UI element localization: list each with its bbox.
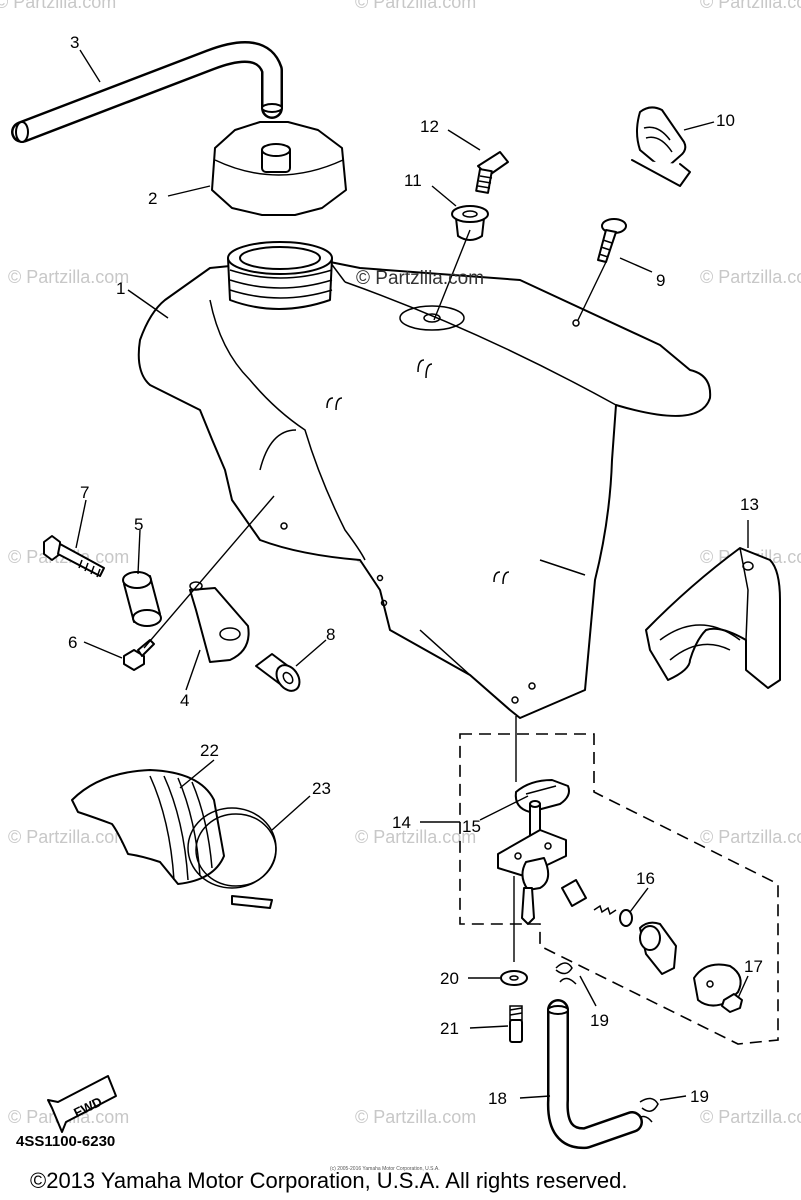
callout-1: 1 xyxy=(116,279,125,298)
watermark: © Partzilla.com xyxy=(355,0,476,12)
part-18-fuel-hose xyxy=(546,999,643,1150)
part-13-rubber-bracket xyxy=(645,547,781,689)
part-23-band xyxy=(187,807,277,909)
part-20-washer xyxy=(500,970,528,986)
part-4-bracket xyxy=(189,581,250,663)
watermark: © Partzilla.com xyxy=(700,0,801,12)
callout-19-lower: 19 xyxy=(690,1087,709,1106)
callout-6: 6 xyxy=(68,633,77,652)
fine-print: (c) 2005-2016 Yamaha Motor Corporation, … xyxy=(330,1166,440,1172)
callout-16: 16 xyxy=(636,869,655,888)
part-5-damper xyxy=(122,571,162,627)
copyright-notice: ©2013 Yamaha Motor Corporation, U.S.A. A… xyxy=(30,1168,627,1193)
callout-14: 14 xyxy=(392,813,411,832)
watermark: © Partzilla.com xyxy=(700,827,801,847)
callout-23: 23 xyxy=(312,779,331,798)
part-17-plate-screw xyxy=(693,963,743,1013)
part-7-bolt xyxy=(43,535,105,578)
fuel-cock-lever xyxy=(639,921,677,975)
callout-labels: 3 2 1 12 11 10 9 7 5 6 4 8 13 22 23 14 1… xyxy=(68,33,763,1108)
part-21-bolt xyxy=(509,1005,523,1043)
callout-3: 3 xyxy=(70,33,79,52)
part-1-fuel-tank xyxy=(137,241,712,719)
fwd-arrow-icon: FWD xyxy=(47,1075,117,1133)
callout-10: 10 xyxy=(716,111,735,130)
part-3-breather-hose xyxy=(11,41,283,143)
callout-9: 9 xyxy=(656,271,665,290)
part-9-bolt xyxy=(597,218,627,263)
watermark: © Partzilla.com xyxy=(355,827,476,847)
part-16-o-ring-and-spring xyxy=(561,879,633,927)
diagram-code: 4SS1100-6230 xyxy=(16,1133,115,1150)
callout-12: 12 xyxy=(420,117,439,136)
part-22-sleeve xyxy=(71,769,225,885)
part-12-screw xyxy=(475,151,509,194)
part-2-fuel-cap xyxy=(211,121,347,216)
callout-15: 15 xyxy=(462,817,481,836)
callout-8: 8 xyxy=(326,625,335,644)
callout-22: 22 xyxy=(200,741,219,760)
part-11-collar xyxy=(451,205,489,241)
leader-lines xyxy=(75,49,749,1101)
callout-17: 17 xyxy=(744,957,763,976)
watermark: © Partzilla.com xyxy=(0,0,116,12)
callout-19-upper: 19 xyxy=(590,1011,609,1030)
watermark: © Partzilla.com xyxy=(8,267,129,287)
part-15-gasket xyxy=(514,779,570,813)
watermark: © Partzilla.com xyxy=(700,1107,801,1127)
callout-18: 18 xyxy=(488,1089,507,1108)
callout-20: 20 xyxy=(440,969,459,988)
part-14-fuel-cock xyxy=(497,800,567,925)
watermark: © Partzilla.com xyxy=(8,827,129,847)
callout-2: 2 xyxy=(148,189,157,208)
callout-4: 4 xyxy=(180,691,189,710)
part-14-fuel-cock-assembly-outline xyxy=(459,733,779,1045)
watermark: © Partzilla.com xyxy=(700,267,801,287)
center-watermark: © Partzilla.com xyxy=(356,268,484,289)
part-10-clamp xyxy=(631,106,691,187)
callout-11: 11 xyxy=(404,171,422,190)
callout-7: 7 xyxy=(80,483,89,502)
callout-21: 21 xyxy=(440,1019,459,1038)
callout-13: 13 xyxy=(740,495,759,514)
part-6-bolt xyxy=(123,639,155,671)
part-8-collar xyxy=(255,653,301,692)
part-19-clip xyxy=(555,962,659,1123)
callout-5: 5 xyxy=(134,515,143,534)
watermark: © Partzilla.com xyxy=(355,1107,476,1127)
